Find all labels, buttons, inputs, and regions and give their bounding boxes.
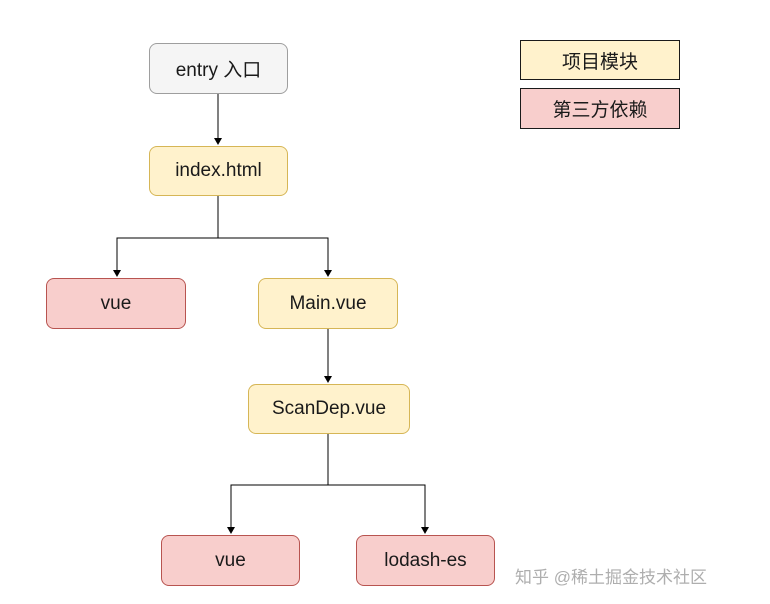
edge-index-vue (113, 196, 219, 277)
watermark-text: 知乎 @稀土掘金技术社区 (515, 568, 707, 587)
edge-index-main (218, 237, 332, 277)
node-scandep-vue: ScanDep.vue (248, 384, 410, 434)
legend-third-party: 第三方依赖 (520, 88, 680, 129)
node-main-vue: Main.vue (258, 278, 398, 329)
edge-scandep-lodash (328, 484, 429, 534)
node-vue-bottom: vue (161, 535, 300, 586)
node-index-html: index.html (149, 146, 288, 196)
node-lodash-es: lodash-es (356, 535, 495, 586)
node-entry: entry 入口 (149, 43, 288, 94)
node-vue-top: vue (46, 278, 186, 329)
edge-scandep-vue (227, 434, 329, 534)
legend-project-module: 项目模块 (520, 40, 680, 80)
